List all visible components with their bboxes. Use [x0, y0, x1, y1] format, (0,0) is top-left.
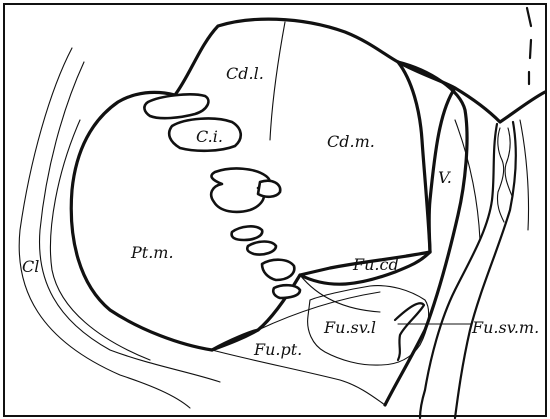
- label-fu-sv-m: Fu.sv.m.: [471, 318, 539, 337]
- right-vertical-boundary: [420, 124, 497, 418]
- label-cd-l: Cd.l.: [226, 64, 264, 83]
- label-pt-m: Pt.m.: [130, 243, 174, 262]
- fu-sv-m-structure: [395, 303, 424, 360]
- ventricle-inner-wall: [398, 62, 430, 252]
- label-fu-sv-l: Fu.sv.l: [323, 318, 376, 337]
- label-v: V.: [438, 168, 452, 187]
- label-cd-m: Cd.m.: [327, 132, 375, 151]
- upper-blob: [144, 94, 208, 118]
- ventricle-wall: [385, 62, 467, 405]
- label-c-i: C.i.: [196, 127, 223, 146]
- label-cl: Cl: [22, 257, 39, 276]
- mid-blob-4: [247, 242, 276, 255]
- right-thin-line: [520, 120, 529, 230]
- fu-pt-upper-boundary: [212, 330, 258, 350]
- dashed-boundary: [527, 8, 531, 84]
- right-upper-boundary: [455, 88, 545, 122]
- mid-blob-2: [258, 181, 280, 197]
- mid-blob-6: [273, 285, 300, 298]
- mid-blob-3: [232, 226, 263, 240]
- label-fu-pt: Fu.pt.: [253, 340, 302, 359]
- label-fu-cd: Fu.cd.: [352, 255, 404, 274]
- mid-blob-5: [262, 260, 294, 280]
- cd-division-line: [270, 22, 285, 140]
